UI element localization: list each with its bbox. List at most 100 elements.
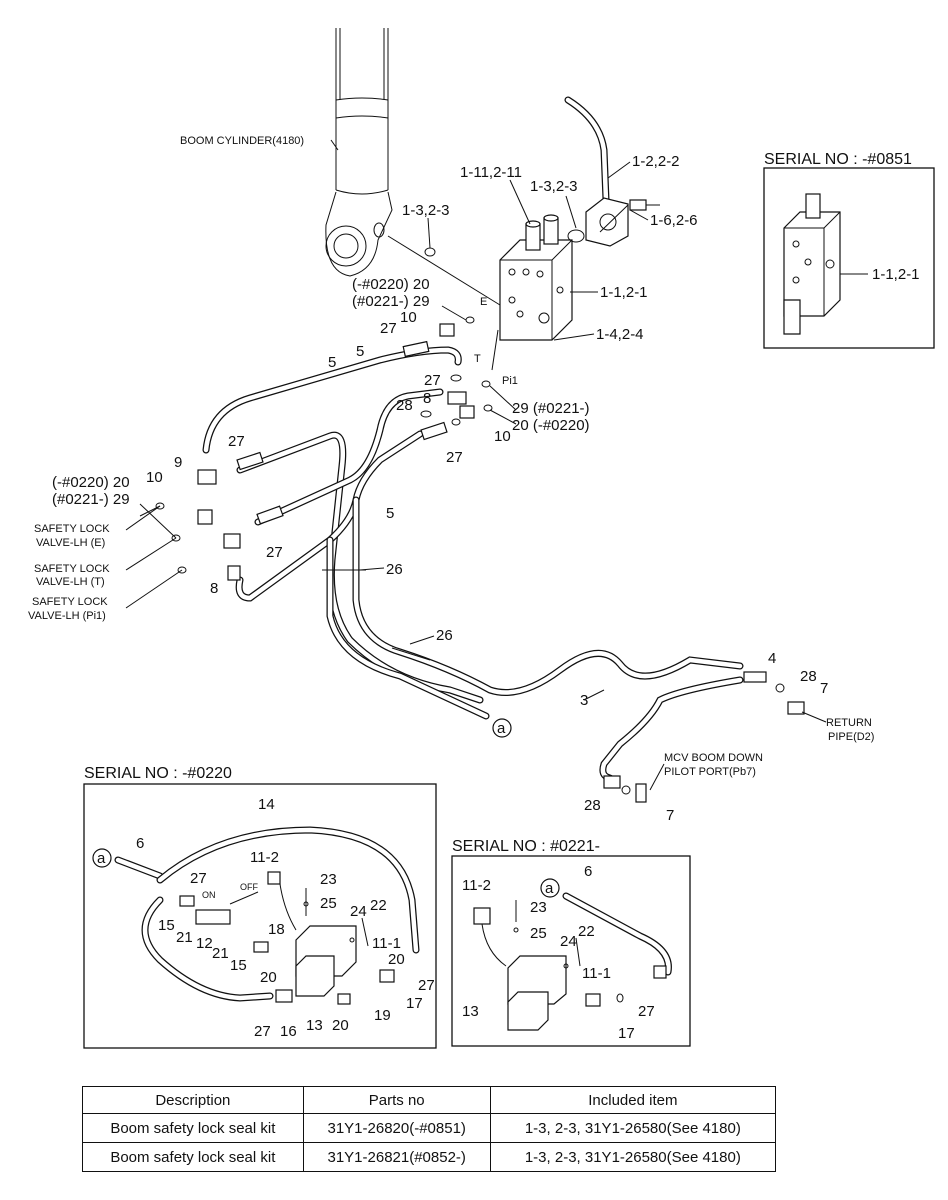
circle-a-label: a [497, 720, 506, 737]
right-23: 23 [530, 899, 547, 916]
left-13: 13 [306, 1017, 323, 1034]
boom-cylinder [325, 28, 393, 277]
callout-29-left: (#0221-) 29 [52, 491, 130, 508]
callout-9: 9 [174, 454, 182, 471]
left-19: 19 [374, 1007, 391, 1024]
left-14: 14 [258, 796, 275, 813]
return-line2: PIPE(D2) [828, 731, 874, 743]
safety-lock-valve [499, 214, 573, 341]
right-11-2: 11-2 [462, 877, 491, 894]
safety-p-line1: SAFETY LOCK [32, 596, 108, 608]
left-20c: 20 [332, 1017, 349, 1034]
callout-5-bottom: 5 [386, 505, 394, 522]
inset-0221-title: SERIAL NO : #0221- [452, 838, 600, 855]
inset-serial-0220: SERIAL NO : -#0220 14 6 a 11-2 23 27 ON … [83, 765, 437, 1049]
callout-8-mid: 8 [423, 390, 431, 407]
left-on: ON [202, 890, 216, 900]
callout-4: 4 [768, 650, 776, 667]
callout-28-mid: 28 [396, 397, 413, 414]
callout-27-bottom: 27 [266, 544, 283, 561]
hydraulic-diagram: BOOM CYLINDER(4180) 1-2,2-2 1-11,2-11 1-… [28, 28, 935, 1049]
callout-20-left: (-#0220) 20 [52, 474, 130, 491]
left-24: 24 [350, 903, 367, 920]
col-description: Description [82, 1086, 304, 1114]
flange-pipe [564, 96, 660, 247]
callout-27-top: 27 [380, 320, 397, 337]
callout-8-left: 8 [210, 580, 218, 597]
col-included-item: Included item [489, 1086, 777, 1114]
inset-0220-title: SERIAL NO : -#0220 [84, 765, 232, 782]
left-12: 12 [196, 935, 213, 952]
cell-parts-no: 31Y1-26821(#0852-) [302, 1142, 491, 1172]
callout-26-upper: 26 [386, 561, 403, 578]
port-e: E [480, 296, 487, 308]
callout-5-top: 5 [356, 343, 364, 360]
mcv-line2: PILOT PORT(Pb7) [664, 766, 756, 778]
left-20b: 20 [388, 951, 405, 968]
return-line1: RETURN [826, 717, 872, 729]
callout-1-6-2-6: 1-6,2-6 [650, 212, 698, 229]
callout-1-3-2-3-left: 1-3,2-3 [402, 202, 450, 219]
safety-t-line1: SAFETY LOCK [34, 563, 110, 575]
inset-0851-callout: 1-1,2-1 [872, 266, 920, 283]
port-t: T [474, 353, 481, 365]
callout-5-left: 5 [328, 354, 336, 371]
table-row: Boom safety lock seal kit 31Y1-26820(-#0… [82, 1113, 777, 1143]
leader-lines [125, 139, 827, 791]
left-25: 25 [320, 895, 337, 912]
safety-p-line2: VALVE-LH (Pi1) [28, 610, 106, 622]
callout-1-3-2-3-right: 1-3,2-3 [530, 178, 578, 195]
inset-serial-0221: SERIAL NO : #0221- a 6 11-2 23 25 24 22 … [451, 838, 691, 1047]
cell-included-item: 1-3, 2-3, 31Y1-26580(See 4180) [489, 1113, 777, 1143]
right-11-1: 11-1 [582, 965, 611, 982]
callout-1-11-2-11: 1-11,2-11 [460, 164, 522, 181]
right-13: 13 [462, 1003, 479, 1020]
left-18: 18 [268, 921, 285, 938]
left-6: 6 [136, 835, 144, 852]
callout-3: 3 [580, 692, 588, 709]
table-row: Boom safety lock seal kit 31Y1-26821(#08… [82, 1142, 777, 1172]
callout-10-mid: 10 [494, 428, 511, 445]
callout-10-left: 10 [146, 469, 163, 486]
callout-27-mid: 27 [424, 372, 441, 389]
right-25: 25 [530, 925, 547, 942]
callouts: BOOM CYLINDER(4180) 1-2,2-2 1-11,2-11 1-… [28, 135, 874, 824]
callout-28-bottom: 28 [584, 797, 601, 814]
safety-e-line1: SAFETY LOCK [34, 523, 110, 535]
seal-kit-table: Description Parts no Included item Boom … [82, 1086, 777, 1172]
cell-description: Boom safety lock seal kit [82, 1113, 304, 1143]
callout-20-right: 20 (-#0220) [512, 417, 590, 434]
callout-10-top: 10 [400, 309, 417, 326]
callout-7-bottom: 7 [666, 807, 674, 824]
safety-e-line2: VALVE-LH (E) [36, 537, 105, 549]
callout-1-2-2-2: 1-2,2-2 [632, 153, 680, 170]
left-27a: 27 [190, 870, 207, 887]
right-circle-a: a [545, 880, 554, 897]
right-27: 27 [638, 1003, 655, 1020]
safety-t-line2: VALVE-LH (T) [36, 576, 105, 588]
left-23: 23 [320, 871, 337, 888]
col-parts-no: Parts no [302, 1086, 491, 1114]
callout-27-low: 27 [446, 449, 463, 466]
callout-29-right: 29 (#0221-) [512, 400, 590, 417]
cell-included-item: 1-3, 2-3, 31Y1-26580(See 4180) [489, 1142, 777, 1172]
left-11-2: 11-2 [250, 849, 279, 866]
left-off: OFF [240, 882, 258, 892]
callout-20-top: (-#0220) 20 [352, 276, 430, 293]
callout-26-lower: 26 [436, 627, 453, 644]
cell-parts-no: 31Y1-26820(-#0851) [302, 1113, 491, 1143]
boom-cylinder-label: BOOM CYLINDER(4180) [180, 135, 304, 147]
right-6: 6 [584, 863, 592, 880]
left-16: 16 [280, 1023, 297, 1040]
callout-28-right: 28 [800, 668, 817, 685]
callout-1-4-2-4: 1-4,2-4 [596, 326, 644, 343]
left-circle-a: a [97, 850, 106, 867]
left-20a: 20 [260, 969, 277, 986]
callout-27-left: 27 [228, 433, 245, 450]
table-header-row: Description Parts no Included item [82, 1086, 777, 1114]
fittings [155, 247, 805, 803]
left-15a: 15 [158, 917, 175, 934]
right-24: 24 [560, 933, 577, 950]
mcv-line1: MCV BOOM DOWN [664, 752, 763, 764]
hose-lines [202, 346, 744, 782]
